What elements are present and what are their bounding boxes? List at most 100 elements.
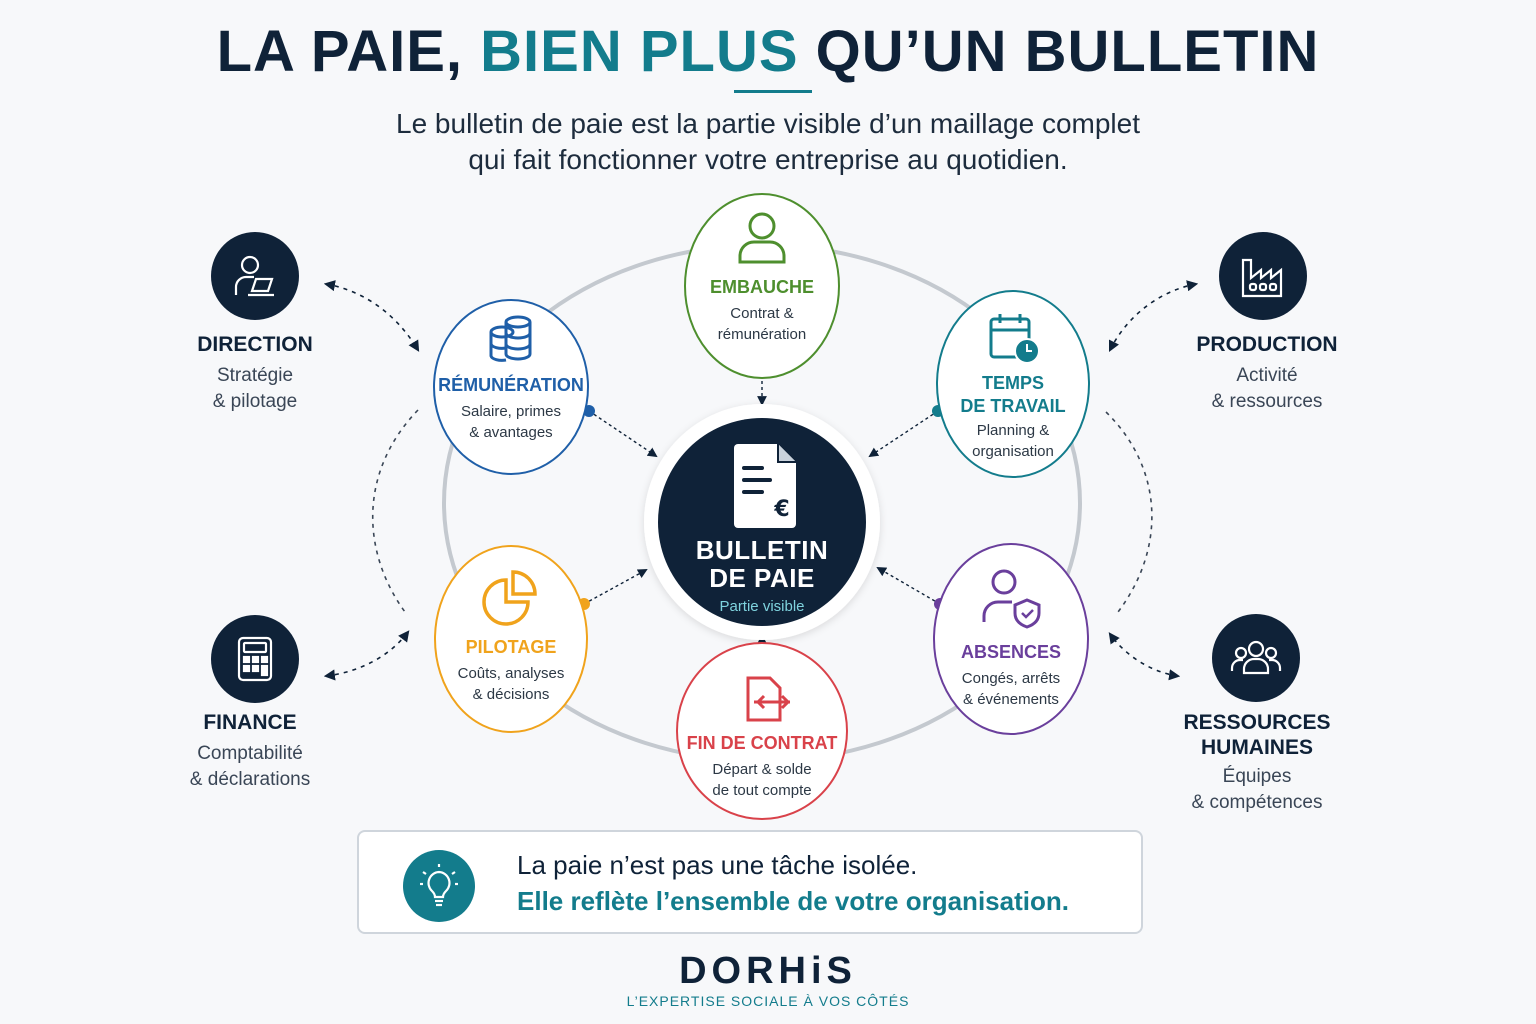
arrow-finance (323, 630, 410, 681)
node-pilotage-sub1: Coûts, analyses (457, 665, 565, 682)
center-bulletin: BULLETIN DE PAIE Partie visible (660, 536, 864, 615)
node-temps-title2: DE TRAVAIL (960, 396, 1066, 416)
dept-production: PRODUCTION Activité & ressources (1147, 332, 1387, 415)
center-title-line1: BULLETIN (695, 535, 829, 565)
node-absences: ABSENCES Congés, arrêts & événements (931, 641, 1091, 710)
node-embauche-sub2: rémunération (717, 326, 807, 343)
brand-tagline: L’EXPERTISE SOCIALE À VOS CÔTÉS (626, 993, 910, 1009)
dept-rh-sub2: & compétences (1191, 792, 1323, 813)
brand-logo: DORHiS (679, 950, 857, 992)
subtitle-line1: Le bulletin de paie est la partie visibl… (396, 108, 1140, 139)
coins-stack-icon (489, 315, 532, 362)
calendar-clock-icon (989, 314, 1040, 364)
dept-finance-icon-badge (211, 615, 299, 703)
node-absences-sub1: Congés, arrêts (961, 670, 1061, 687)
connector-temps (868, 410, 939, 458)
dept-rh: RESSOURCES HUMAINES Équipes & compétences (1137, 710, 1377, 816)
calculator-icon (237, 636, 273, 682)
center-caption: Partie visible (719, 598, 805, 615)
title-underline (734, 90, 812, 93)
node-absences-circle (933, 543, 1089, 735)
dept-rh-sub1: Équipes (1222, 766, 1292, 787)
callout-line2: Elle reflète l’ensemble de votre organis… (517, 886, 1069, 916)
node-fin-contrat-title: FIN DE CONTRAT (686, 733, 838, 753)
node-embauche-sub: Contrat & rémunération (718, 303, 806, 345)
callout-box: La paie n’est pas une tâche isolée. Elle… (357, 830, 1143, 934)
dept-rh-name2: HUMAINES (1200, 736, 1313, 759)
factory-icon (1241, 258, 1283, 298)
connector-remuneration (588, 410, 658, 458)
subtitle-line2: qui fait fonctionner votre entreprise au… (468, 144, 1068, 175)
connector-pilotage (583, 569, 648, 605)
node-pilotage-title: PILOTAGE (465, 637, 557, 657)
node-temps-sub2: organisation (972, 443, 1054, 460)
dept-direction: DIRECTION Stratégie & pilotage (135, 332, 375, 415)
lightbulb-icon (420, 864, 458, 907)
node-pilotage-circle (434, 545, 588, 733)
node-temps-circle (936, 290, 1090, 478)
pie-chart-icon (482, 570, 537, 626)
title-part1: LA PAIE, (216, 19, 481, 84)
node-fin-contrat-circle (676, 642, 848, 820)
arc-production-rh (1105, 411, 1153, 613)
person-shield-icon (982, 569, 1041, 629)
dept-direction-name: DIRECTION (197, 333, 313, 356)
document-exit-icon (746, 676, 791, 722)
node-embauche: EMBAUCHE Contrat & rémunération (682, 276, 842, 345)
node-remuneration-circle (433, 299, 589, 475)
node-fin-contrat-sub1: Départ & solde (712, 761, 812, 778)
team-icon (1230, 640, 1282, 675)
dept-finance-sub2: & déclarations (189, 769, 311, 790)
dept-rh-name1: RESSOURCES (1183, 711, 1331, 734)
dept-direction-icon-badge (211, 232, 299, 320)
page-title: LA PAIE, BIEN PLUS QU’UN BULLETIN (0, 18, 1536, 85)
dept-finance: FINANCE Comptabilité& déclarations (130, 710, 370, 793)
dept-production-sub2: & ressources (1211, 391, 1323, 412)
node-absences-title: ABSENCES (960, 642, 1062, 662)
manager-laptop-icon (234, 255, 274, 297)
callout-icon-badge (403, 850, 475, 922)
person-icon (738, 212, 786, 264)
dept-rh-sub: Équipes & compétences (1137, 764, 1377, 816)
node-temps: TEMPS DE TRAVAIL Planning & organisation (933, 372, 1093, 462)
node-pilotage-sub: Coûts, analyses & décisions (458, 663, 565, 705)
dept-production-icon-badge (1219, 232, 1307, 320)
node-remuneration-sub2: & avantages (469, 424, 553, 441)
node-remuneration: RÉMUNÉRATION Salaire, primes & avantages (426, 374, 596, 443)
dept-direction-sub: Stratégie & pilotage (135, 363, 375, 415)
title-accent: BIEN PLUS (480, 19, 799, 84)
node-remuneration-title: RÉMUNÉRATION (438, 375, 584, 395)
node-absences-sub: Congés, arrêts & événements (962, 668, 1060, 710)
node-temps-title1: TEMPS (981, 373, 1044, 393)
arrow-rh (1108, 632, 1181, 681)
dept-direction-sub1: Stratégie (216, 365, 294, 386)
node-remuneration-sub: Salaire, primes & avantages (461, 401, 561, 443)
arc-direction-finance (372, 409, 419, 613)
node-fin-contrat-sub2: de tout compte (712, 782, 812, 799)
node-absences-sub2: & événements (963, 691, 1059, 708)
dept-production-sub1: Activité (1236, 365, 1298, 386)
dept-finance-sub1: Comptabilité (197, 743, 303, 764)
node-embauche-circle (684, 193, 840, 379)
node-temps-sub1: Planning & (976, 422, 1050, 439)
dept-rh-icon-badge (1212, 614, 1300, 702)
dept-production-sub: Activité & ressources (1147, 363, 1387, 415)
payslip-euro-icon: € (734, 444, 796, 528)
node-pilotage: PILOTAGE Coûts, analyses & décisions (431, 636, 591, 705)
callout-line1: La paie n’est pas une tâche isolée. (517, 850, 918, 880)
dept-finance-sub: Comptabilité & déclarations (130, 741, 370, 793)
subtitle: Le bulletin de paie est la partie visibl… (0, 106, 1536, 178)
dept-direction-sub2: & pilotage (212, 391, 298, 412)
node-fin-contrat-sub: Départ & solde de tout compte (712, 759, 811, 801)
dept-production-name: PRODUCTION (1196, 333, 1338, 356)
svg-text:€: € (773, 497, 789, 522)
node-fin-contrat: FIN DE CONTRAT Départ & solde de tout com… (677, 732, 847, 801)
center-title-line2: DE PAIE (709, 563, 815, 593)
node-pilotage-sub2: & décisions (472, 686, 550, 703)
arrow-production (1108, 280, 1199, 353)
node-embauche-sub1: Contrat & (730, 305, 794, 322)
node-embauche-title: EMBAUCHE (709, 277, 814, 297)
title-part2: QU’UN BULLETIN (798, 19, 1320, 84)
node-remuneration-sub1: Salaire, primes (460, 403, 562, 420)
